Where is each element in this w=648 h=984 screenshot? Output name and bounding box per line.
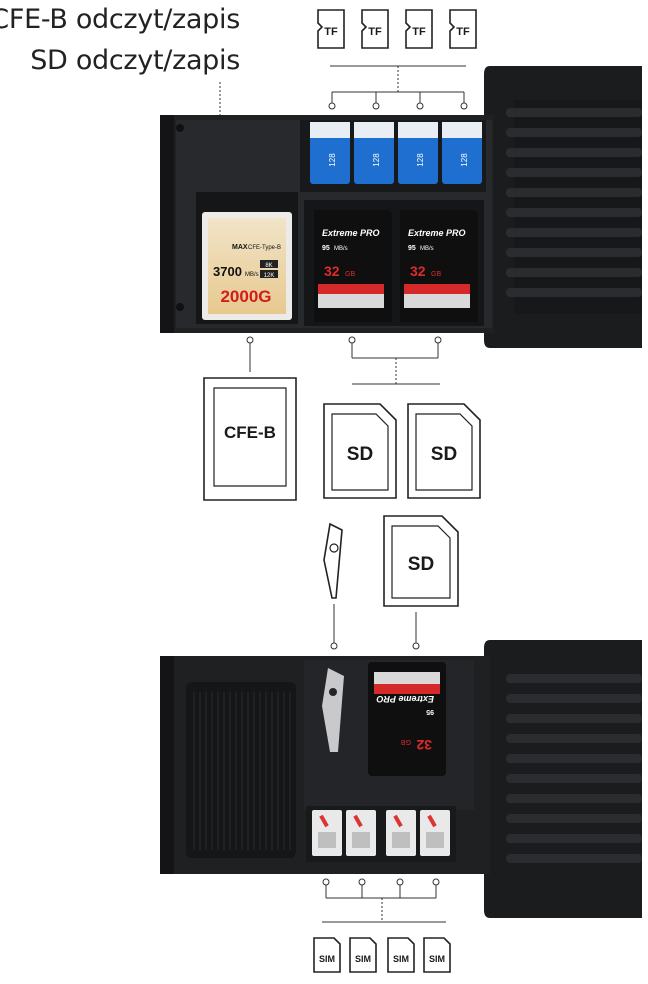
microsd-capacity: 128: [460, 153, 469, 167]
sd-card: Extreme PRO 95 MB/s 32 GB: [314, 210, 392, 322]
cfe-badge-8k: 8K: [265, 263, 272, 269]
sim-icon-label: SIM: [319, 954, 335, 964]
sd-capacity-unit: GB: [401, 738, 411, 745]
sd-card: Extreme PRO 95 MB/s 32 GB: [400, 210, 478, 322]
tf-card-icon: TF: [449, 9, 477, 49]
cfe-speed-unit: MB/s: [245, 272, 259, 278]
sim-card-icon: SIM: [423, 937, 451, 973]
cfe-badge-12k: 12K: [264, 273, 275, 279]
sim-card-icon: SIM: [313, 937, 341, 973]
sd-icon-label: SD: [431, 444, 457, 465]
tf-card-icon: TF: [405, 9, 433, 49]
case-storage-view: 32 GB 95 Extreme PRO: [160, 640, 642, 918]
sd-icon-label: SD: [347, 444, 373, 465]
sim-card: [420, 810, 450, 856]
tf-icon-label: TF: [324, 26, 338, 38]
sim-card: [346, 810, 376, 856]
case-ridges: [506, 108, 642, 297]
tf-icon-label: TF: [368, 26, 382, 38]
tf-icon-label: TF: [456, 26, 470, 38]
sd-speed-unit: MB/s: [420, 246, 434, 252]
case-ridges: [506, 674, 642, 863]
sd-capacity: 32: [410, 263, 426, 279]
case-open-view: 128 128 128 128 MAX CFE-Type-B 3700 MB/s: [160, 66, 642, 348]
tf-card-icon: TF: [317, 9, 345, 49]
sd-capacity-unit: GB: [431, 271, 441, 278]
cfe-speed: 3700: [213, 264, 242, 279]
sim-icons-row: SIM SIM SIM SIM: [313, 937, 451, 973]
sim-card: [386, 810, 416, 856]
cfe-card-icon: CFE-B: [203, 377, 297, 501]
sim-card: [312, 810, 342, 856]
microsd-capacity: 128: [416, 153, 425, 167]
sd-brand: Extreme PRO: [376, 694, 434, 704]
microsd-capacity: 128: [328, 153, 337, 167]
sd-card-stored: 32 GB 95 Extreme PRO: [368, 662, 446, 776]
sd-capacity-unit: GB: [345, 271, 355, 278]
sim-ejector-pin: [322, 668, 344, 752]
microsd-capacity: 128: [372, 153, 381, 167]
tf-icon-label: TF: [412, 26, 426, 38]
sd-capacity: 32: [324, 263, 340, 279]
cfe-type: CFE-Type-B: [248, 245, 281, 251]
sim-ejector-pin-icon: [323, 522, 343, 650]
tf-leader-lines: [216, 65, 468, 131]
heading-cfe-rw: CFE-B odczyt/zapis: [0, 4, 240, 35]
sim-icon-label: SIM: [429, 954, 445, 964]
panel-texture: [193, 692, 291, 850]
sd-speed-unit: MB/s: [334, 246, 348, 252]
sim-card-icon: SIM: [387, 937, 415, 973]
cfe-brand: MAX: [232, 244, 248, 251]
sim-icon-label: SIM: [355, 954, 371, 964]
sd-card-icon: SD: [323, 403, 397, 499]
middle-leader-lines: [246, 336, 442, 385]
sd-capacity: 32: [416, 737, 432, 753]
cfe-capacity: 2000G: [220, 287, 271, 306]
sd-speed: 95: [408, 245, 416, 252]
sd-brand: Extreme PRO: [408, 228, 466, 238]
tf-icons-row: TF TF TF TF: [317, 9, 477, 49]
sd-speed: 95: [322, 245, 330, 252]
sd-icon-label: SD: [408, 554, 434, 575]
microsd-card: 128: [310, 122, 350, 184]
microsd-card: 128: [354, 122, 394, 184]
sd-card-icon: SD: [407, 403, 481, 499]
sim-card-icon: SIM: [349, 937, 377, 973]
cfe-icon-label: CFE-B: [224, 423, 276, 442]
sim-icon-label: SIM: [393, 954, 409, 964]
sd-speed: 95: [426, 708, 434, 715]
cfexpress-card: MAX CFE-Type-B 3700 MB/s 8K 12K 2000G: [202, 212, 292, 320]
heading-sd-rw: SD odczyt/zapis: [30, 45, 240, 76]
sd-brand: Extreme PRO: [322, 228, 380, 238]
microsd-card: 128: [442, 122, 482, 184]
tf-card-icon: TF: [361, 9, 389, 49]
microsd-card: 128: [398, 122, 438, 184]
sim-leader-lines: [322, 878, 446, 923]
sd-card-icon-storage: SD: [383, 515, 459, 650]
